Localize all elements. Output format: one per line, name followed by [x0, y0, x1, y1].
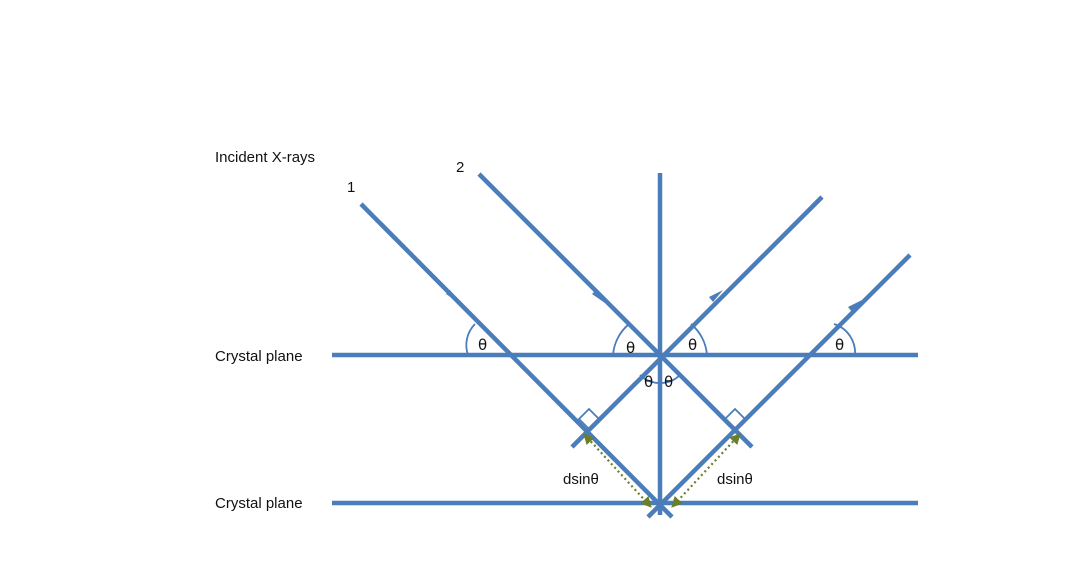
theta-label-right: θ — [835, 336, 844, 354]
theta-arc-left — [465, 323, 476, 356]
theta-label-center-right: θ — [688, 336, 697, 354]
right-angle-marker-right — [723, 407, 747, 431]
dsin-right-dotted-arrow — [671, 433, 741, 508]
theta-arc-center-left — [612, 323, 630, 356]
right-angle-marker-left — [577, 407, 601, 431]
theta-arc-below-left — [639, 374, 661, 384]
ray-2-incident — [477, 172, 754, 449]
ray-2-reflected — [570, 195, 824, 449]
ray-1-arrowhead — [446, 290, 459, 303]
ray-2-label: 2 — [456, 159, 464, 176]
dsin-left-label: dsinθ — [563, 471, 599, 488]
theta-label-center-left: θ — [626, 339, 635, 357]
ray-2-reflected-arrowhead — [709, 290, 723, 302]
crystal-plane-bottom-label: Crystal plane — [215, 495, 303, 512]
theta-label-below-left: θ — [644, 373, 653, 391]
theta-arc-right — [833, 323, 856, 356]
ray-1-label: 1 — [347, 179, 355, 196]
crystal-plane-top-label: Crystal plane — [215, 348, 303, 365]
theta-arc-below-right — [659, 374, 681, 384]
ray-1-reflected — [646, 253, 912, 519]
theta-label-below-right: θ — [664, 373, 673, 391]
ray-2-arrowhead — [592, 290, 605, 303]
theta-label-left: θ — [478, 336, 487, 354]
dsin-left-dotted-arrow — [583, 433, 652, 508]
incident-xrays-label: Incident X-rays — [215, 149, 315, 166]
ray-1-incident — [359, 202, 674, 519]
theta-arc-center-right — [690, 323, 708, 356]
dsin-right-label: dsinθ — [717, 471, 753, 488]
ray-1-reflected-arrowhead — [848, 300, 862, 312]
